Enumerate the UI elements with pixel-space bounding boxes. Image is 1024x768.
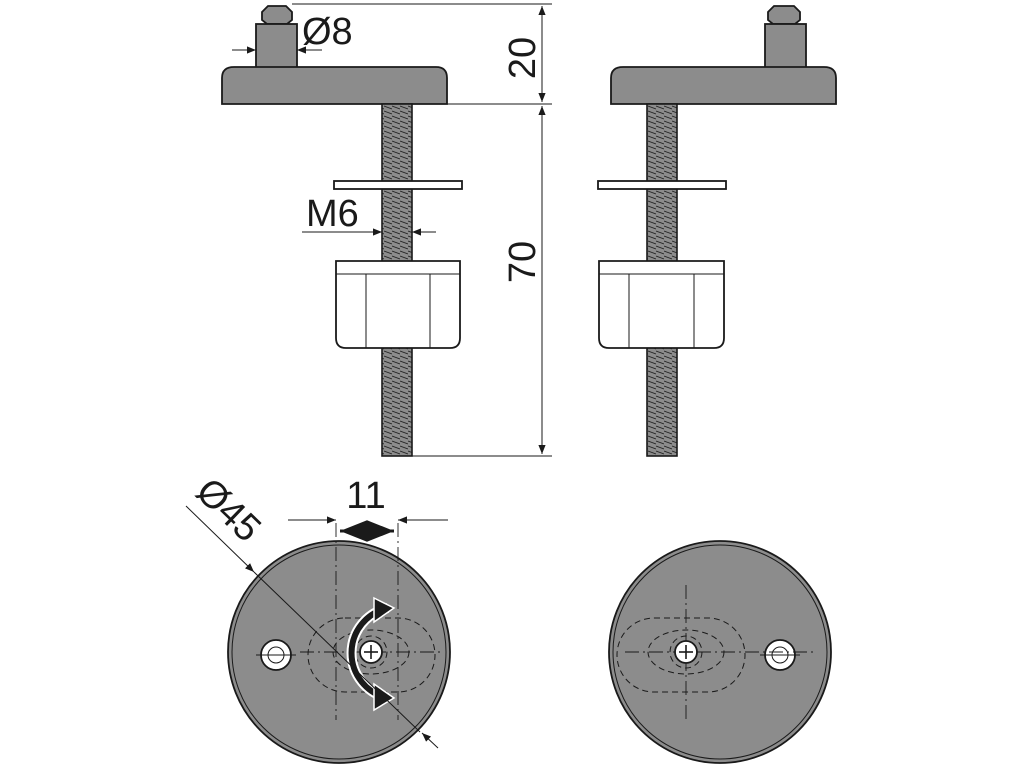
pin-cap (261, 5, 293, 25)
base-top-view-right (608, 540, 832, 764)
nut (598, 260, 725, 349)
pin-shaft (764, 23, 807, 69)
slot-width-label: 11 (346, 475, 385, 517)
base-diameter-label: Ø45 (188, 470, 269, 550)
bolt-side-view-left (221, 5, 463, 457)
dimension-thread: M6 (302, 193, 436, 236)
washer (333, 180, 463, 190)
head-height-label: 20 (502, 37, 544, 79)
pin-cap (767, 5, 801, 25)
dimension-slot-width: 11 (288, 475, 448, 542)
thread-label: M6 (306, 193, 359, 235)
pin-diameter-label: Ø8 (302, 11, 353, 53)
dimension-bolt-length: 70 (412, 106, 552, 457)
bolt-length-label: 70 (502, 241, 544, 283)
head-plate (610, 66, 837, 105)
head-plate (221, 66, 448, 105)
pin-shaft (255, 23, 298, 69)
bolt-side-view-right (597, 5, 837, 457)
rotation-arrowhead-top (373, 596, 396, 624)
base-top-view-left (227, 523, 451, 764)
washer (597, 180, 727, 190)
dimension-head-height: 20 (292, 3, 552, 105)
nut (335, 260, 461, 349)
dimension-pin-diameter: Ø8 (232, 11, 353, 54)
base-disc (608, 540, 832, 764)
rotation-arrow (348, 605, 389, 701)
